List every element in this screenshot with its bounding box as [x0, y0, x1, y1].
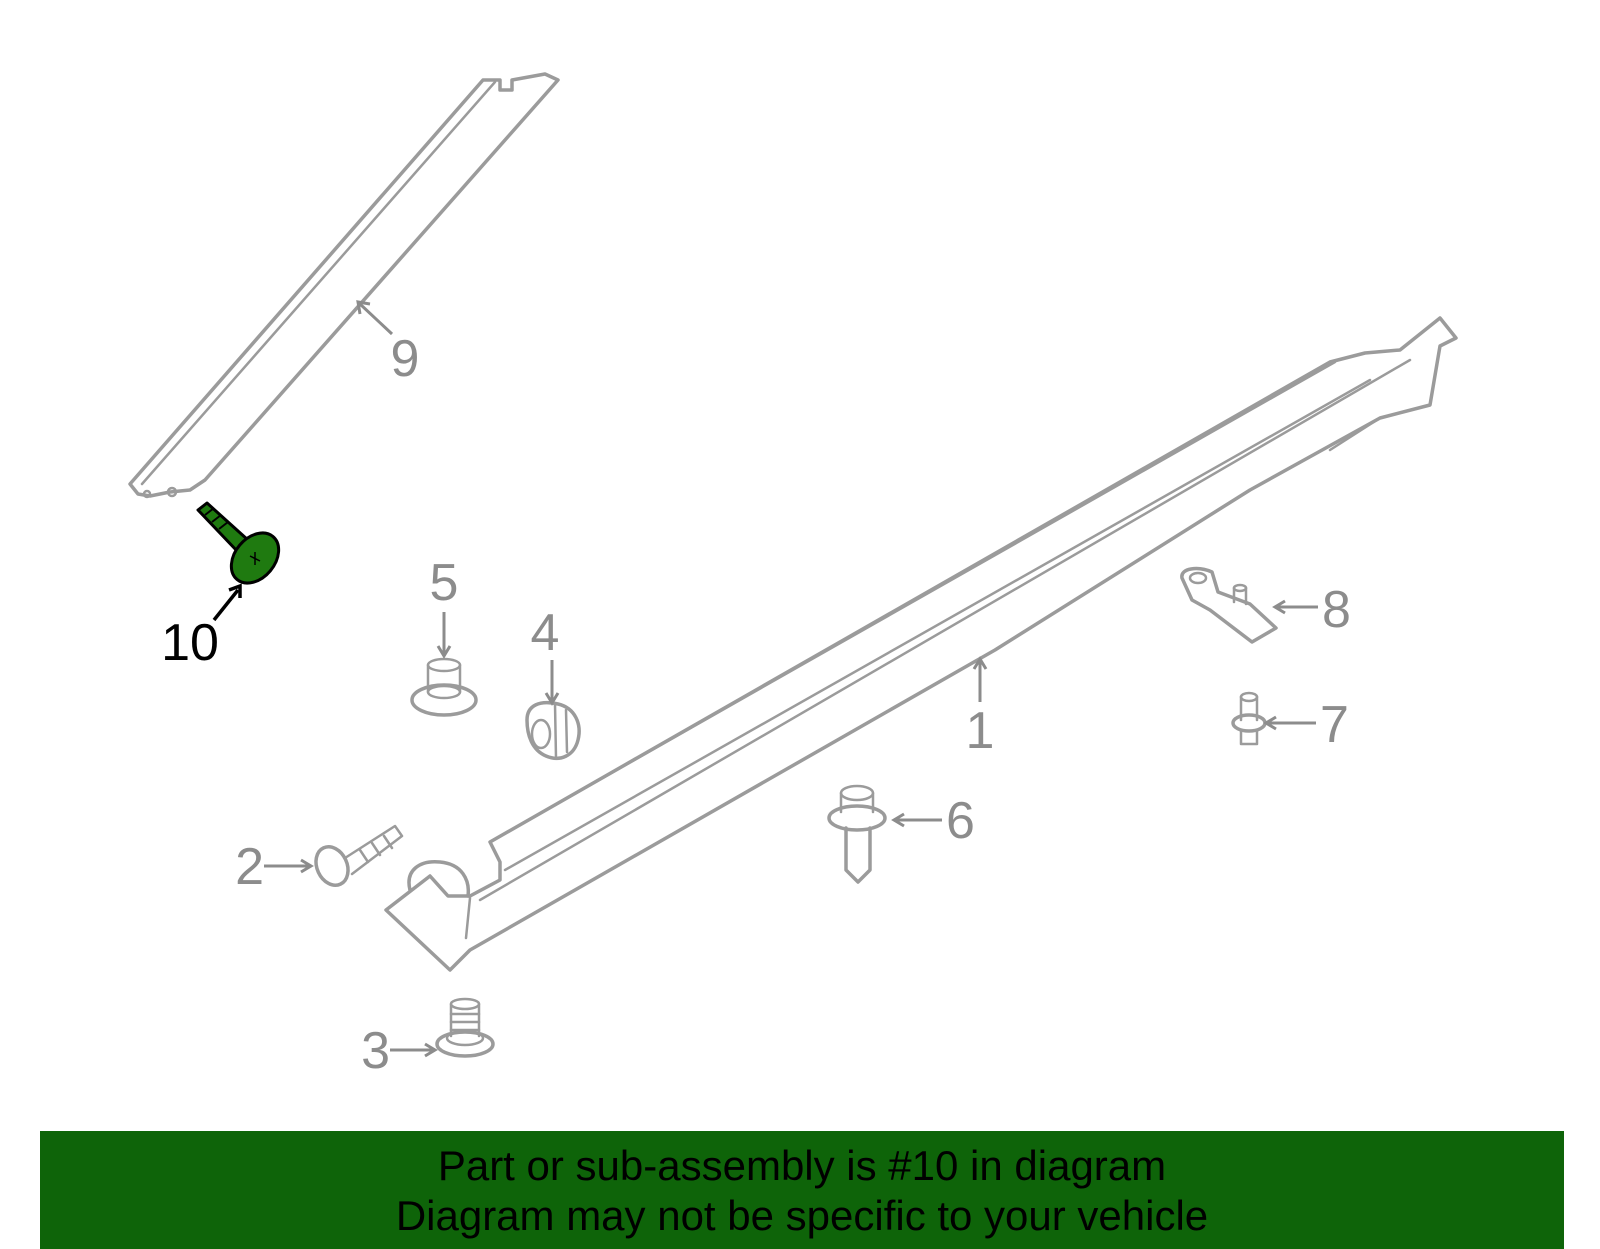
callout-4: 4: [531, 604, 560, 662]
callout-3: 3: [361, 1022, 390, 1080]
part-2-screw: [314, 824, 404, 887]
part-10-screw: [196, 501, 281, 585]
part-6-push-clip: [827, 784, 887, 884]
part-9-pillar-trim: [128, 72, 560, 499]
callout-6: 6: [946, 792, 975, 850]
arrow-9: [358, 302, 394, 336]
arrowhead-6: [891, 812, 905, 828]
arrow-10: [212, 588, 240, 622]
arrowhead-7: [1263, 715, 1277, 731]
info-banner: Part or sub-assembly is #10 in diagram D…: [40, 1131, 1564, 1249]
callout-8: 8: [1322, 581, 1351, 639]
callout-2: 2: [235, 838, 264, 896]
arrowhead-2: [300, 858, 314, 874]
part-5-grommet: [410, 657, 478, 717]
callout-7: 7: [1320, 696, 1349, 754]
callout-5: 5: [430, 554, 459, 612]
arrowhead-3: [424, 1042, 438, 1058]
part-1-rocker-molding: [384, 316, 1458, 972]
arrowhead-8: [1272, 599, 1286, 615]
banner-line-1: Part or sub-assembly is #10 in diagram: [437, 1142, 1167, 1189]
callout-10: 10: [161, 614, 219, 672]
arrowhead-4: [544, 692, 560, 706]
leader-arrows: [212, 300, 1318, 1058]
banner-line-2: Diagram may not be specific to your vehi…: [395, 1192, 1209, 1239]
part-3-bolt: [435, 997, 495, 1058]
callout-9: 9: [391, 330, 420, 388]
part-7-stud: [1231, 691, 1267, 746]
arrowhead-10: [228, 583, 242, 598]
arrowhead-5: [436, 645, 452, 659]
callout-1: 1: [966, 702, 995, 760]
part-4-clip-nut: [525, 700, 581, 761]
arrowhead-9: [356, 300, 371, 315]
arrowhead-1: [972, 656, 988, 670]
part-8-bracket: [1180, 566, 1278, 644]
